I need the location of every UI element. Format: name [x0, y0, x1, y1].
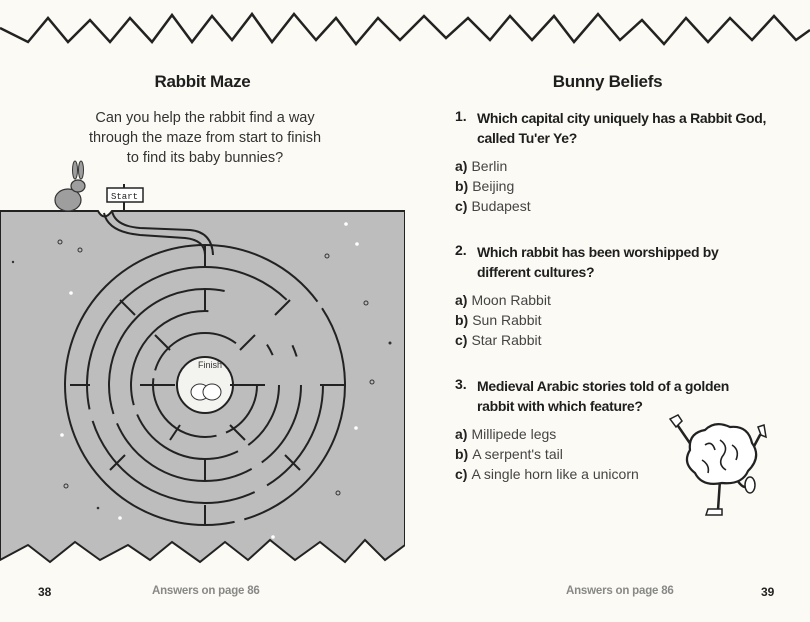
- page-number: 39: [761, 585, 775, 599]
- page-number: 38: [38, 585, 52, 599]
- option: b)Beijing: [455, 176, 785, 196]
- option-text: A serpent's tail: [472, 446, 563, 462]
- option-text: Budapest: [471, 198, 531, 214]
- option-text: Star Rabbit: [471, 332, 542, 348]
- question-number: 3.: [455, 376, 467, 392]
- option-text: Millipede legs: [471, 426, 557, 442]
- question-text: Medieval Arabic stories told of a golden…: [477, 378, 729, 414]
- intro-line: Can you help the rabbit find a way: [95, 110, 315, 126]
- start-sign: Start: [106, 184, 144, 211]
- option-letter: a): [455, 158, 468, 174]
- option: c)A single horn like a unicorn: [455, 464, 785, 484]
- intro-text: Can you help the rabbit find a way throu…: [60, 108, 350, 168]
- left-page: Rabbit Maze Can you help the rabbit find…: [0, 72, 405, 599]
- page-title: Bunny Beliefs: [552, 72, 663, 91]
- page-title: Rabbit Maze: [154, 72, 251, 91]
- svg-text:Start: Start: [111, 192, 138, 202]
- question-2: 2. Which rabbit has been worshipped by d…: [455, 242, 785, 350]
- option: c)Star Rabbit: [455, 330, 785, 350]
- option-text: Beijing: [472, 178, 515, 194]
- left-page-bottom-edge: [0, 555, 405, 565]
- option-letter: b): [455, 178, 469, 194]
- answers-note: Answers on page 86: [152, 585, 260, 597]
- question-number: 2.: [455, 242, 467, 258]
- option: a)Berlin: [455, 156, 785, 176]
- intro-line: to find its baby bunnies?: [126, 150, 284, 166]
- option-text: A single horn like a unicorn: [471, 466, 639, 482]
- option-letter: a): [455, 292, 468, 308]
- options-list: a)Moon Rabbit b)Sun Rabbit c)Star Rabbit: [455, 290, 785, 350]
- question-text: Which capital city uniquely has a Rabbit…: [477, 110, 767, 146]
- zigzag-border-top: [0, 11, 810, 46]
- right-page: Bunny Beliefs 1. Which capital city uniq…: [405, 0, 810, 622]
- option-text: Moon Rabbit: [471, 292, 551, 308]
- options-list: a)Millipede legs b)A serpent's tail c)A …: [455, 424, 785, 484]
- intro-line: through the maze from start to finish: [88, 130, 322, 146]
- question-number: 1.: [455, 108, 467, 124]
- rabbit-icon: [54, 160, 86, 212]
- question-3: 3. Medieval Arabic stories told of a gol…: [455, 376, 785, 484]
- brain-character-icon: [668, 414, 767, 516]
- maze-illustration: Finish Start: [0, 160, 405, 564]
- option: a)Moon Rabbit: [455, 290, 785, 310]
- option-text: Berlin: [471, 158, 508, 174]
- question-1: 1. Which capital city uniquely has a Rab…: [455, 108, 785, 216]
- option-letter: c): [455, 198, 468, 214]
- answers-note: Answers on page 86: [566, 585, 674, 597]
- finish-label: Finish: [198, 360, 222, 370]
- option-letter: c): [455, 332, 468, 348]
- option: b)Sun Rabbit: [455, 310, 785, 330]
- options-list: a)Berlin b)Beijing c)Budapest: [455, 156, 785, 216]
- option-letter: b): [455, 446, 469, 462]
- option-letter: b): [455, 312, 469, 328]
- question-text: Which rabbit has been worshipped by diff…: [477, 244, 719, 280]
- option-letter: a): [455, 426, 468, 442]
- option: b)A serpent's tail: [455, 444, 785, 464]
- option-text: Sun Rabbit: [472, 312, 542, 328]
- option: a)Millipede legs: [455, 424, 785, 444]
- option-letter: c): [455, 466, 468, 482]
- option: c)Budapest: [455, 196, 785, 216]
